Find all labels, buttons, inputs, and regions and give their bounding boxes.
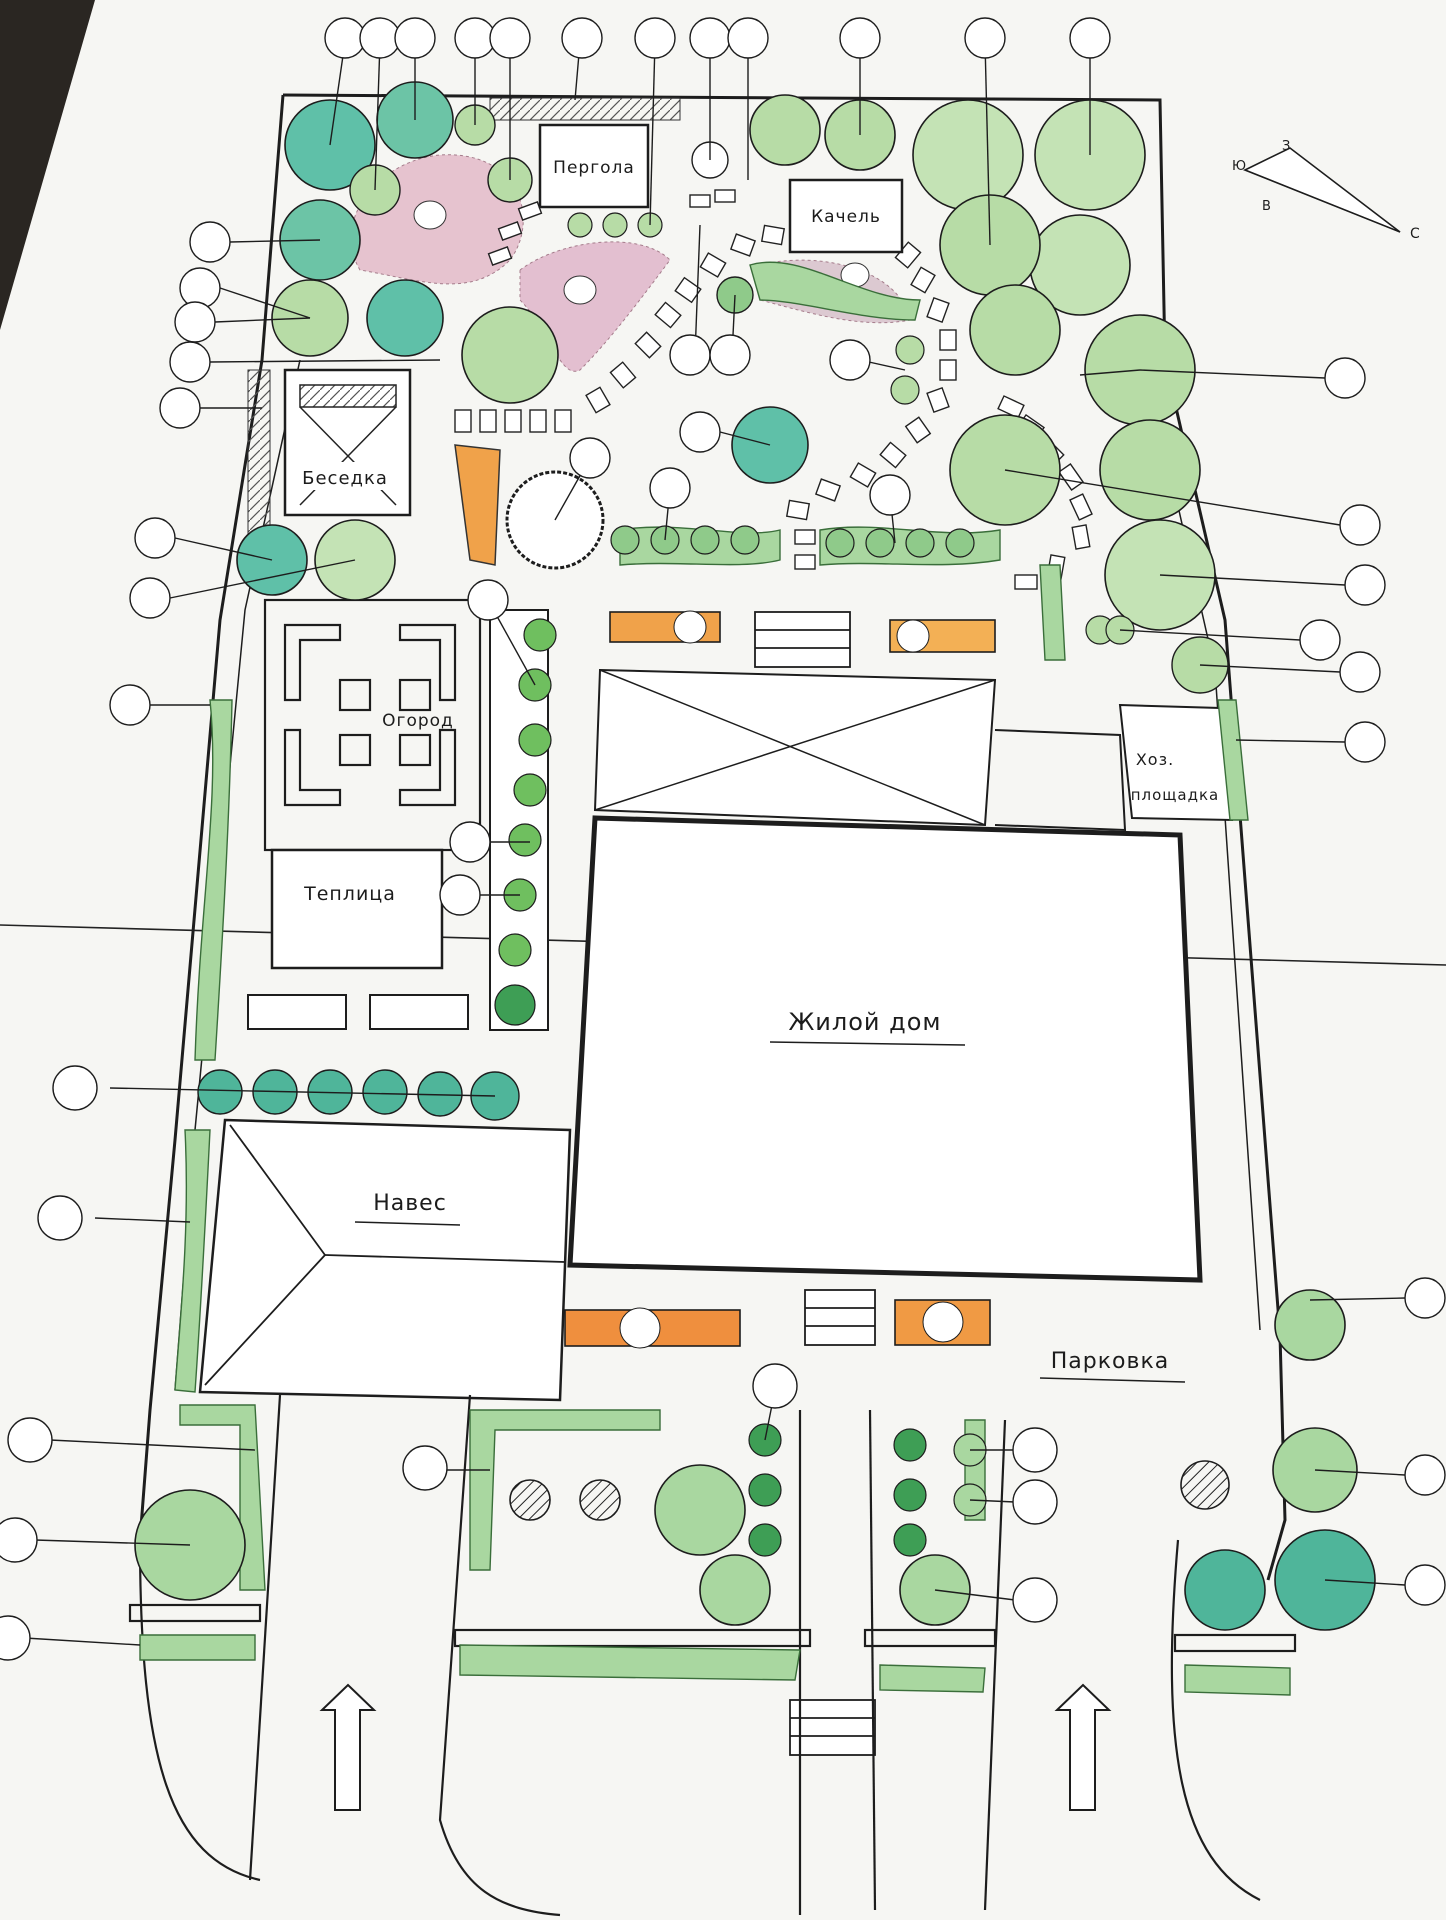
existing-tree [579,1479,621,1521]
swing [788,178,904,254]
north-arrow: З Ю В С [1232,139,1421,242]
fence-strip-top [489,97,681,121]
svg-text:С: С [1410,226,1421,242]
trees [134,81,1376,1631]
house-label: Жилой дом [788,1008,941,1036]
entry-arrow-right [1054,1683,1112,1811]
stepping-stones [454,189,1093,590]
canopy [198,1118,572,1402]
entry-arrow-left [319,1683,377,1811]
pergola-label: Пергола [553,158,635,178]
greenhouse [270,848,444,970]
parking-label: Парковка [1051,1349,1169,1374]
tree-green [1099,419,1201,521]
tree-green [895,335,925,365]
tree-green [654,1464,746,1556]
existing-tree [1180,1460,1230,1510]
canopy-label: Навес [373,1191,447,1216]
entrance-steps [754,611,876,1756]
house [567,815,1203,1283]
pergola [538,123,650,209]
flower-bed-pink-2 [519,241,671,372]
garden-label: Огород [382,711,454,731]
swing-label: Качель [811,207,881,227]
existing-tree [509,1479,551,1521]
tree-large [912,99,1024,211]
tree-teal [366,279,444,357]
tree-green [1274,1289,1346,1361]
svg-text:Ю: Ю [1232,159,1247,174]
tree-green [969,284,1061,376]
svg-text:З: З [1282,139,1291,154]
legend-markers [0,17,1446,1661]
site-boundary [282,93,1287,1581]
tree-green [461,306,559,404]
tree-green [699,1554,771,1626]
flower-bed-orange-gazebo [454,444,501,566]
tree-green [890,375,920,405]
vegetable-garden [263,598,482,852]
site-boundary-left [138,94,285,1541]
greenhouse-label: Теплица [303,883,396,905]
utility-label-line1: Хоз. [1136,750,1174,769]
house-annex [593,668,997,827]
utility-label-line2: площадка [1131,786,1220,804]
tree-teal [1184,1549,1266,1631]
svg-text:В: В [1262,199,1272,214]
tree-green [749,94,821,166]
gazebo-label: Беседка [302,468,388,489]
orange-planters [564,610,996,1349]
